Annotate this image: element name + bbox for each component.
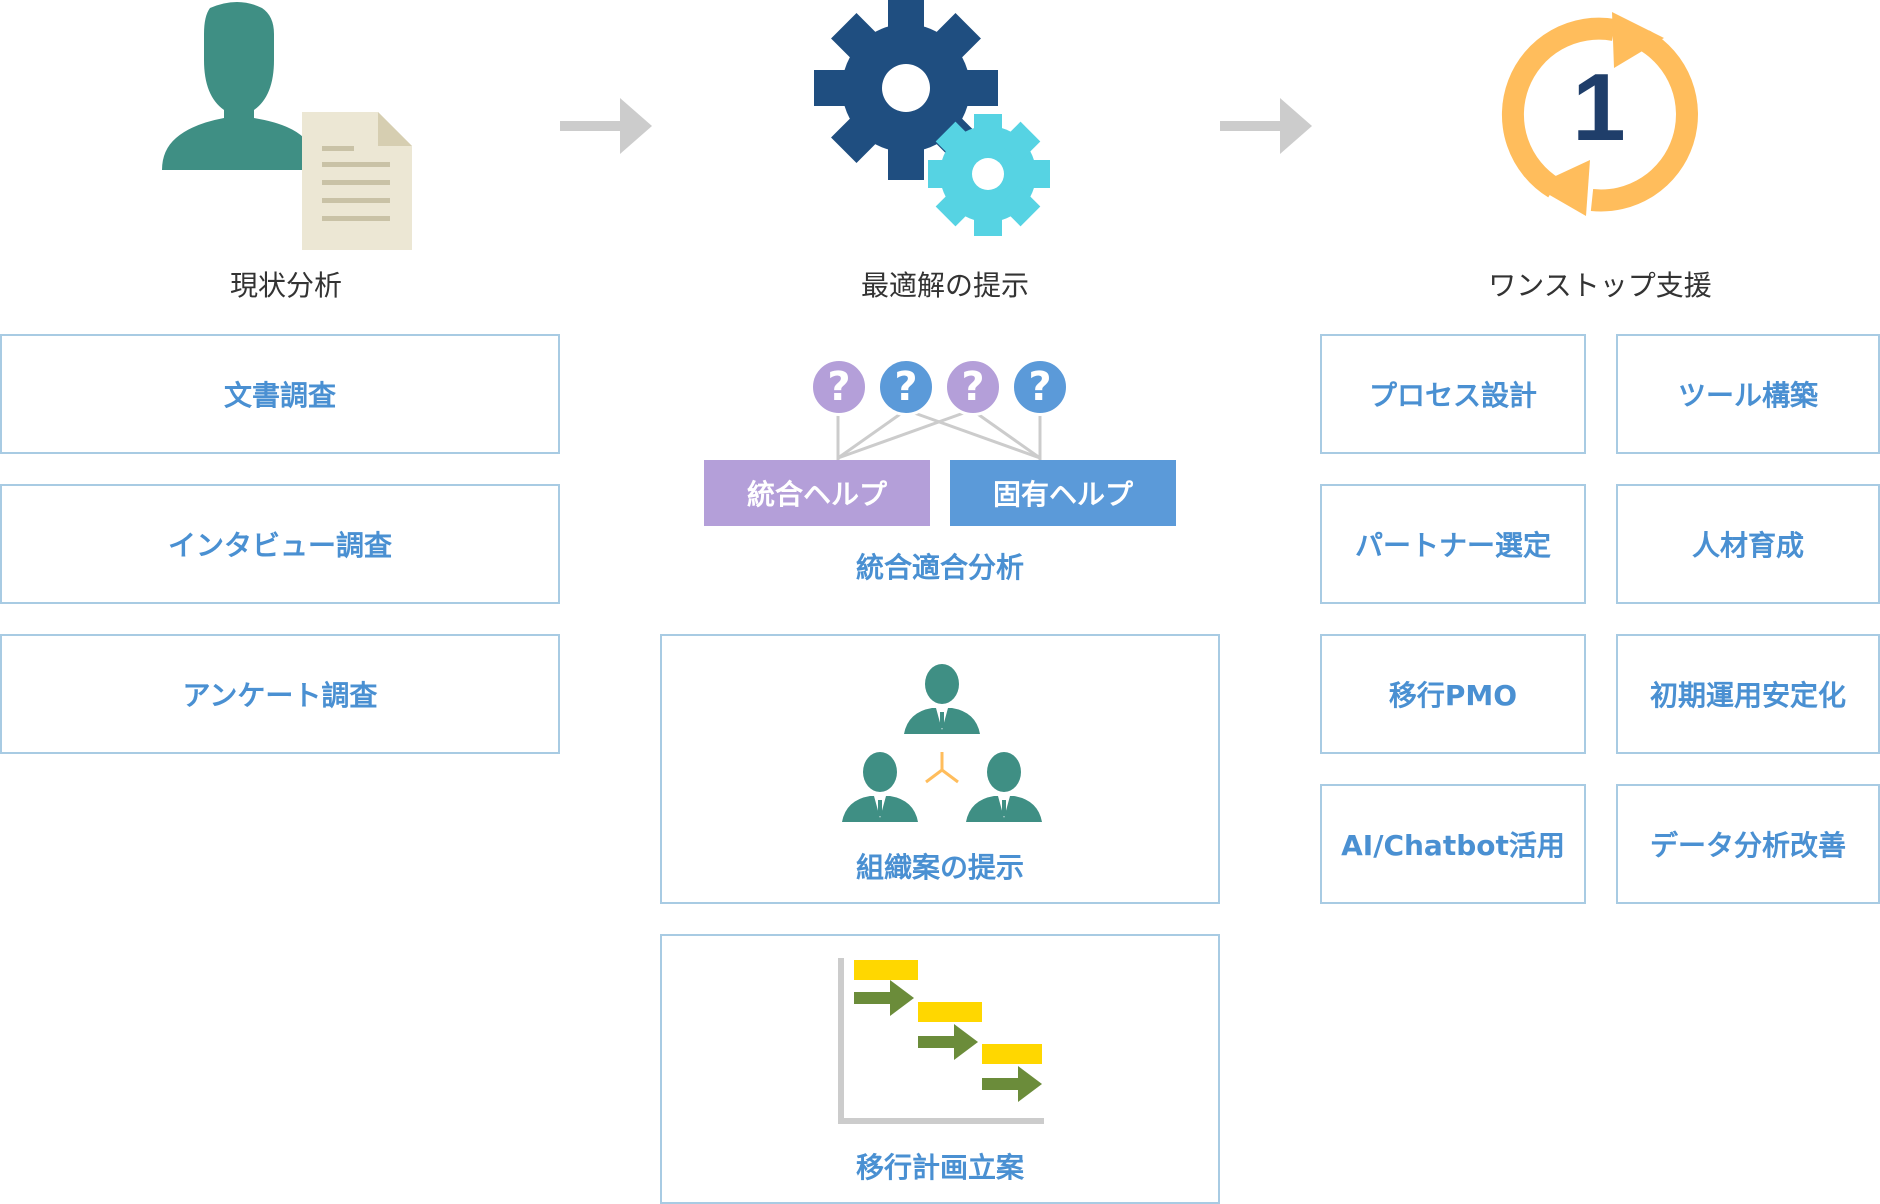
document-icon [302, 112, 412, 250]
support-item-stabilization: 初期運用安定化 [1616, 634, 1880, 754]
question-mark: ? [961, 364, 985, 410]
analysis-item-label: インタビュー調査 [167, 529, 392, 562]
analysis-item-label: アンケート調査 [182, 679, 378, 712]
support-item-label: プロセス設計 [1368, 379, 1537, 412]
migration-plan-caption: 移行計画立案 [855, 1151, 1024, 1184]
business-person-icon [966, 752, 1042, 822]
migration-plan-box: 移行計画立案 [660, 934, 1220, 1204]
question-icon: ? [877, 358, 935, 416]
analysis-item-document: 文書調査 [0, 334, 560, 454]
org-proposal-box: 組織案の提示 [660, 634, 1220, 904]
support-item-label: 初期運用安定化 [1649, 679, 1846, 712]
cycle-icon: 1 [1496, 10, 1702, 216]
support-item-process-design: プロセス設計 [1320, 334, 1586, 454]
business-person-icon [842, 752, 918, 822]
support-item-partner-selection: パートナー選定 [1320, 484, 1586, 604]
person-icon [162, 2, 318, 170]
analysis-item-survey: アンケート調査 [0, 634, 560, 754]
integrated-help-tag: 統合ヘルプ [704, 460, 930, 526]
right-arrow-icon [560, 96, 652, 156]
org-icon-group [832, 656, 1052, 856]
gantt-icon [832, 958, 1052, 1128]
specific-help-tag: 固有ヘルプ [950, 460, 1176, 526]
support-item-talent-development: 人材育成 [1616, 484, 1880, 604]
support-item-tool-build: ツール構築 [1616, 334, 1880, 454]
question-icon: ? [1011, 358, 1069, 416]
support-item-label: データ分析改善 [1649, 829, 1846, 862]
support-item-label: ツール構築 [1677, 379, 1818, 412]
support-item-label: 人材育成 [1691, 529, 1804, 562]
support-item-ai-chatbot: AI/Chatbot活用 [1320, 784, 1586, 904]
question-mark: ? [827, 364, 851, 410]
analysis-item-interview: インタビュー調査 [0, 484, 560, 604]
gear-icon [812, 0, 1068, 240]
analysis-item-label: 文書調査 [223, 379, 336, 412]
org-proposal-caption: 組織案の提示 [855, 851, 1024, 884]
help-tree [700, 352, 1180, 464]
support-item-label: 移行PMO [1388, 679, 1518, 712]
support-item-data-analysis: データ分析改善 [1616, 784, 1880, 904]
question-icon: ? [810, 358, 868, 416]
analysis-icon-group [150, 0, 430, 260]
column-label-support: ワンストップ支援 [1488, 269, 1712, 302]
question-mark: ? [1028, 364, 1052, 410]
step-number: 1 [1572, 54, 1626, 161]
question-mark: ? [894, 364, 918, 410]
support-item-migration-pmo: 移行PMO [1320, 634, 1586, 754]
support-item-label: AI/Chatbot活用 [1341, 829, 1565, 862]
support-item-label: パートナー選定 [1354, 529, 1551, 562]
column-label-analysis: 現状分析 [229, 269, 342, 302]
fit-analysis-caption: 統合適合分析 [855, 551, 1024, 584]
business-person-icon [904, 664, 980, 734]
right-arrow-icon [1220, 96, 1312, 156]
question-icon: ? [944, 358, 1002, 416]
column-label-solution: 最適解の提示 [860, 269, 1029, 302]
